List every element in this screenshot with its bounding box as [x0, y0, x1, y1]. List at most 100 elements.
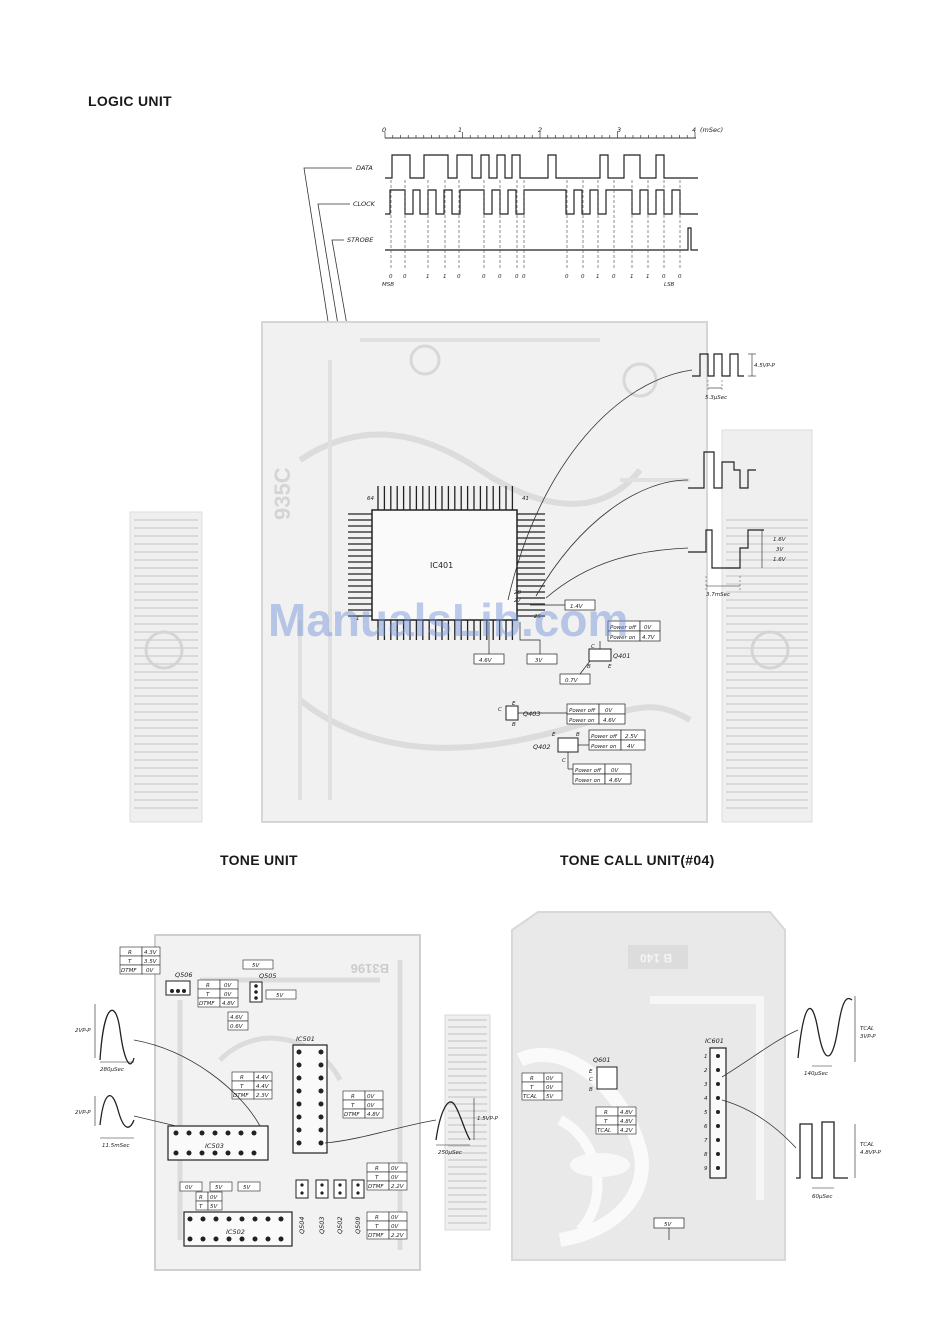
tone-mid-row0-val: 4.4V — [256, 1075, 270, 1081]
svg-text:E: E — [512, 701, 516, 707]
svg-text:B: B — [589, 1087, 593, 1093]
svg-text:C: C — [498, 707, 502, 713]
q401-row1-val: 4.7V — [642, 635, 656, 641]
q402-b-row0-val: 2.5V — [625, 734, 639, 740]
tone-wave3-time: 250μSec — [438, 1150, 462, 1156]
tc-left-row2-val: 5V — [546, 1094, 554, 1100]
tc-wave2-label: TCAL — [860, 1142, 874, 1148]
tc-left-row1-key: T — [530, 1085, 534, 1091]
wave2-v2: 3V — [776, 547, 784, 553]
ic601-pin-number: 4 — [704, 1096, 708, 1102]
q401-row0-key: Power off — [610, 625, 637, 631]
svg-text:B: B — [576, 732, 580, 738]
q401-row1-key: Power on — [610, 635, 636, 641]
tone-transistor-q502: Q502 — [336, 1216, 344, 1234]
tone-q509-row1-key: T — [375, 1224, 379, 1230]
pin-1-label: 1 — [356, 616, 360, 622]
q506-row2-key: DTMF — [121, 968, 137, 974]
q506-label: Q506 — [175, 971, 193, 979]
q403-row0-val: 0V — [605, 708, 613, 714]
pin-28-label: 28 — [514, 590, 521, 596]
q402-c-row0-val: 0V — [611, 768, 619, 774]
q505-side-5v: 5V — [276, 993, 284, 999]
tone-wave2-time: 11.5mSec — [102, 1143, 130, 1149]
svg-text:B: B — [512, 722, 516, 728]
wave2-v3: 1.6V — [773, 557, 787, 563]
ic601-pin-number: 6 — [704, 1124, 708, 1130]
q505-row0-key: R — [206, 983, 210, 989]
q401-label: Q401 — [613, 652, 631, 660]
tc-right-row0-val: 4.8V — [620, 1110, 634, 1116]
tone-call-board-code: B 140 — [640, 951, 672, 965]
pin-25-label: 25 — [534, 614, 541, 620]
strobe-waveform — [385, 227, 698, 251]
tone-wave1-time: 280μSec — [100, 1067, 124, 1073]
bit-label: 0 — [662, 274, 666, 280]
svg-text:E: E — [608, 664, 612, 670]
bit-label: 1 — [646, 274, 650, 280]
tone-tables: R 4.3V T 3.5V DTMF 0V Q506 5V Q505 R 0V … — [119, 946, 408, 1240]
tc-left-row0-key: R — [530, 1076, 534, 1082]
bit-label: 0 — [389, 274, 393, 280]
q601-label: Q601 — [593, 1056, 611, 1064]
ic601-pin-number: 9 — [704, 1166, 708, 1172]
q403-row1-val: 4.6V — [603, 718, 617, 724]
tone-mid-row2-key: DTMF — [233, 1093, 249, 1099]
bit-label: 0 — [612, 274, 616, 280]
pin-27-label: 27 — [514, 598, 521, 604]
logic-waveform-1: 4.5VP-P 5.3μSec — [692, 353, 776, 401]
logic-wave-leaders — [507, 369, 693, 601]
tc-left-row0-val: 0V — [546, 1076, 554, 1082]
watermark: ManualsLib.com — [268, 594, 628, 646]
tone-board-code: B3196 — [351, 961, 389, 976]
ic502-tbl-row1-key: T — [199, 1204, 203, 1210]
q505-row2-key: DTMF — [199, 1001, 215, 1007]
board-code: 935C — [270, 467, 295, 520]
ic601-pin-number: 1 — [704, 1054, 708, 1060]
bit-label: 1 — [426, 274, 430, 280]
bit-label: 1 — [630, 274, 634, 280]
q506-row0-val: 4.3V — [144, 950, 158, 956]
q506-row1-key: T — [128, 959, 132, 965]
q505-row2-val: 4.8V — [222, 1001, 236, 1007]
tone-transistor-q509: Q509 — [354, 1216, 362, 1234]
svg-text:E: E — [552, 732, 556, 738]
tone-q509-row2-val: 2.2V — [391, 1233, 405, 1239]
msb-label: MSB — [382, 282, 394, 288]
q506-row2-val: 0V — [146, 968, 154, 974]
svg-text:C: C — [591, 644, 595, 650]
bit-label: 0 — [581, 274, 585, 280]
signal-strobe-label: STROBE — [347, 236, 374, 244]
tc-wave1-time: 140μSec — [804, 1071, 828, 1077]
q402-b-row1-val: 4V — [627, 744, 635, 750]
tone-r501-row0-val: 0V — [367, 1094, 375, 1100]
tone-wave2-amp: 2VP-P — [75, 1110, 91, 1116]
pin-64-label: 64 — [367, 496, 374, 502]
bit-label: 0 — [482, 274, 486, 280]
tone-q509-row1-val: 0V — [391, 1224, 399, 1230]
ic501-label: IC501 — [296, 1035, 315, 1043]
bit-label: 1 — [596, 274, 600, 280]
tc-left-row2-key: TCAL — [523, 1094, 537, 1100]
svg-text:C: C — [562, 758, 566, 764]
tone-mid-row1-val: 4.4V — [256, 1084, 270, 1090]
tone-waveforms: 2VP-P 280μSec 2VP-P 11.5mSec 1.5VP-P 250… — [75, 1004, 499, 1156]
q505-row1-val: 0V — [224, 992, 232, 998]
q505-row1-key: T — [206, 992, 210, 998]
tone-q509-row2-key: DTMF — [368, 1233, 384, 1239]
axis-label-4: 4 — [692, 126, 696, 134]
tone-mid-row2-val: 2.3V — [256, 1093, 270, 1099]
tone-r501-row2-val: 4.8V — [367, 1112, 381, 1118]
tone-call-waveforms: TCAL 3VP-P 140μSec TCAL 4.8VP-P 60μSec — [721, 996, 882, 1200]
ic502-tbl-row0-key: R — [199, 1195, 203, 1201]
tone-mid-row1-key: T — [240, 1084, 244, 1090]
tone-q503-row2-key: DTMF — [368, 1184, 384, 1190]
axis-label-2: 2 — [538, 126, 542, 134]
axis-label-0: 0 — [382, 126, 386, 134]
q402-c-row1-key: Power on — [575, 778, 601, 784]
axis-label-3: 3 — [617, 126, 621, 134]
svg-text:C: C — [589, 1077, 593, 1083]
ic601-pin-number: 8 — [704, 1152, 708, 1158]
